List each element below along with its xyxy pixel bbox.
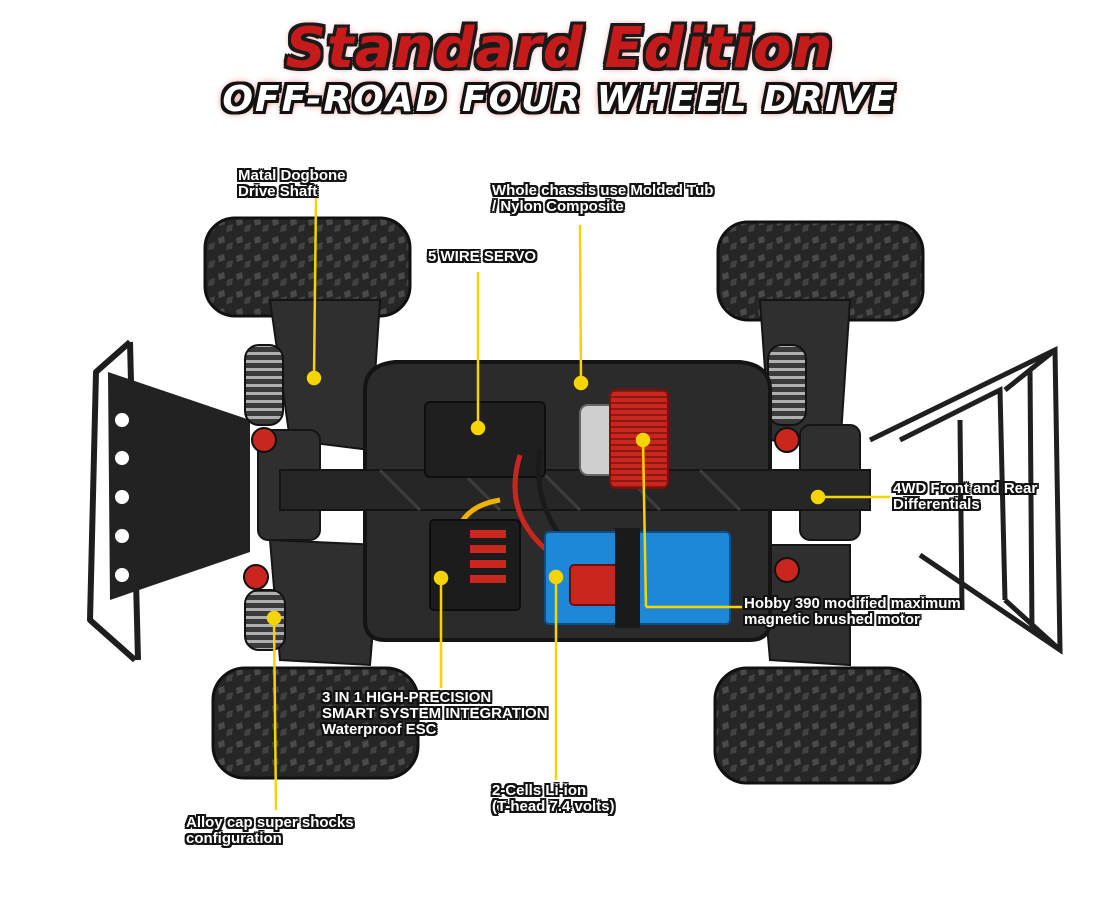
- shock-front-right: [767, 344, 807, 453]
- title-banner: Standard Edition OFF-ROAD FOUR WHEEL DRI…: [0, 0, 1119, 130]
- callout-line: Drive Shaft: [238, 183, 318, 200]
- callout-line: magnetic brushed motor: [744, 611, 920, 628]
- callout-line: Hobby 390 modified maximum: [744, 595, 961, 612]
- front-skid-plate: [108, 372, 250, 600]
- callout-line: 4WD Front and Rear: [893, 480, 1038, 497]
- callout-line: Matal Dogbone: [238, 167, 346, 184]
- callout-lines: [266, 195, 890, 811]
- callout-line: Alloy cap super shocks: [186, 814, 354, 831]
- callout-line: configuration: [186, 830, 282, 847]
- suspension-arms: [257, 299, 861, 667]
- callout-line: SMART SYSTEM INTEGRATION: [322, 705, 548, 722]
- callout-line: 3 IN 1 HIGH-PRECISION: [322, 689, 492, 706]
- shock-front-left: [244, 344, 284, 453]
- rear-cage: [868, 346, 1063, 655]
- shock-rear-right: [774, 557, 800, 583]
- page-subtitle: OFF-ROAD FOUR WHEEL DRIVE: [222, 79, 897, 120]
- battery: [544, 528, 731, 628]
- callout-line: Whole chassis use Molded Tub: [492, 182, 714, 199]
- callout-differentials: 4WD Front and Rear Differentials: [893, 481, 1037, 513]
- callout-dogbone-drive-shaft: Matal Dogbone Drive Shaft: [238, 168, 346, 200]
- callout-esc: 3 IN 1 HIGH-PRECISION SMART SYSTEM INTEG…: [322, 690, 548, 738]
- callout-shocks: Alloy cap super shocks configuration: [186, 815, 354, 847]
- servo: [424, 401, 546, 478]
- tire-rear-left: [211, 666, 420, 780]
- callout-battery: 2-Cells Li-ion (T-head 7.4 volts): [492, 783, 615, 815]
- callout-line: 2-Cells Li-ion: [492, 782, 587, 799]
- callout-line: Waterproof ESC: [322, 721, 437, 738]
- callout-line: Differentials: [893, 496, 980, 513]
- page-title: Standard Edition: [285, 16, 834, 81]
- callout-line: (T-head 7.4 volts): [492, 798, 615, 815]
- callout-line: 5 WIRE SERVO: [428, 248, 537, 265]
- cross-brace: [279, 469, 871, 511]
- callout-motor: Hobby 390 modified maximum magnetic brus…: [744, 596, 961, 628]
- callout-chassis-material: Whole chassis use Molded Tub / Nylon Com…: [492, 183, 713, 215]
- motor: [579, 389, 669, 489]
- tire-rear-right: [713, 666, 922, 785]
- skid-plate-holes: [115, 413, 129, 582]
- callout-line: / Nylon Composite: [492, 198, 624, 215]
- callout-servo: 5 WIRE SERVO: [428, 249, 536, 265]
